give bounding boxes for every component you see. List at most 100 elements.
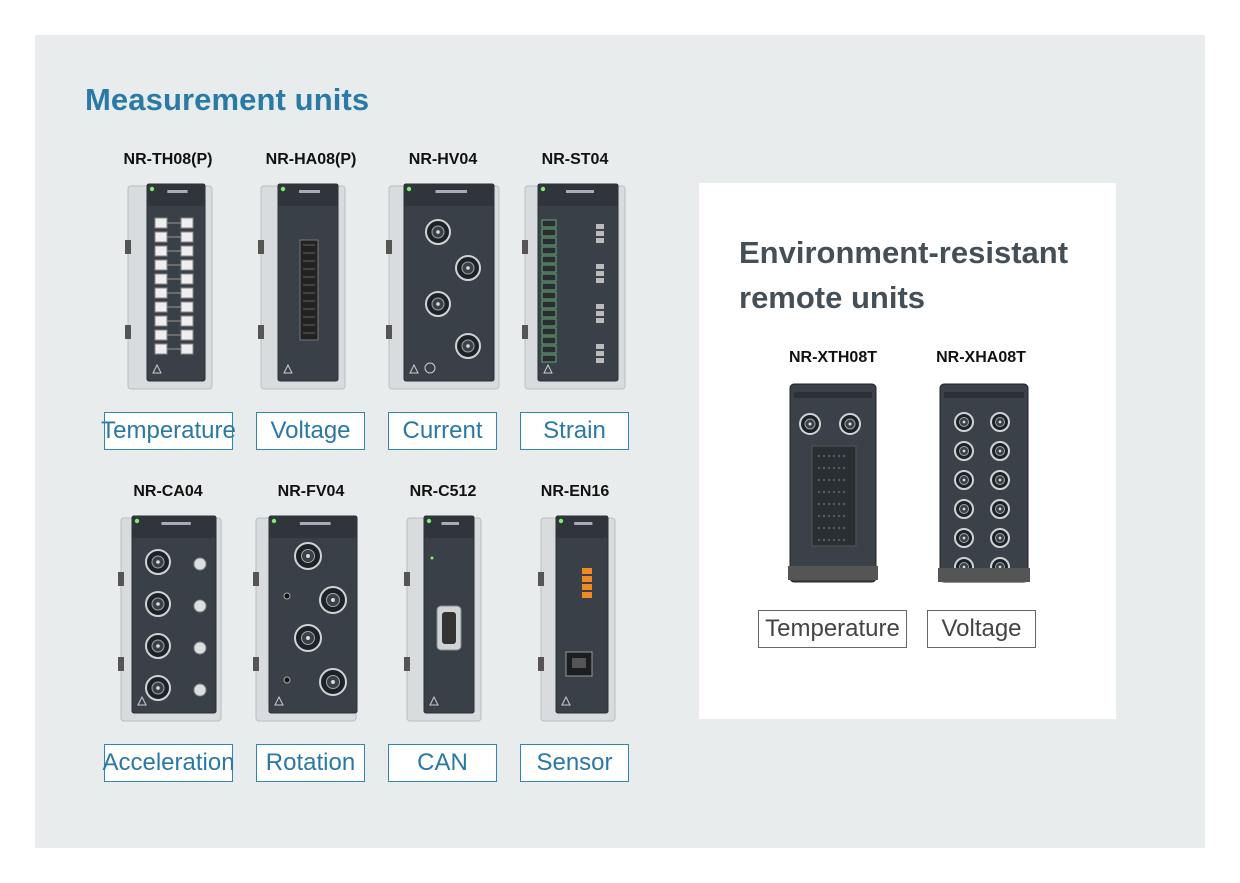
nr-xha08t-module-image <box>938 383 1030 583</box>
power-terminal <box>582 576 592 582</box>
charge-connector-icon <box>193 557 207 571</box>
module-header <box>278 184 338 206</box>
ground-terminal-icon <box>424 362 436 374</box>
warning-icon <box>152 363 162 374</box>
brand-strip <box>794 392 872 398</box>
terminal-screw <box>154 287 168 299</box>
dip-switch <box>596 358 604 363</box>
status-led <box>558 518 564 524</box>
label-rotation: Rotation <box>256 744 365 782</box>
bnc-pin <box>998 478 1002 482</box>
terminal-screw <box>180 245 194 257</box>
bnc-pin <box>962 536 966 540</box>
module-header <box>147 184 205 206</box>
rail-clip <box>253 572 259 586</box>
bnc-pin <box>436 302 440 306</box>
charge-connector-icon <box>193 641 207 655</box>
terminal-screw <box>180 329 194 341</box>
bnc-pin <box>156 686 160 690</box>
module-body <box>403 183 495 382</box>
power-terminal <box>582 568 592 574</box>
terminal-screw <box>180 343 194 355</box>
unit-name-nr-xth08t: NR-XTH08T <box>788 349 877 366</box>
rail-clip <box>386 325 392 339</box>
spring-terminal <box>541 219 557 228</box>
spring-terminal <box>541 228 557 237</box>
label-env-temperature: Temperature <box>758 610 907 648</box>
dip-switch <box>596 311 604 316</box>
module-body <box>131 515 217 714</box>
power-terminal <box>582 584 592 590</box>
dip-switch <box>596 278 604 283</box>
spring-terminal <box>541 345 557 354</box>
rail-clip <box>404 572 410 586</box>
label-strain: Strain <box>520 412 629 450</box>
environment-title-line2: remote units <box>739 280 926 315</box>
module-header <box>424 516 474 538</box>
spring-terminal <box>541 246 557 255</box>
spring-terminal <box>541 336 557 345</box>
rail-clip <box>522 325 528 339</box>
status-led <box>406 186 412 192</box>
mount-bracket <box>788 566 878 580</box>
module-header <box>538 184 618 206</box>
dip-switch <box>596 231 604 236</box>
remote-unit-body <box>939 383 1029 583</box>
bnc-pin <box>156 644 160 648</box>
spring-terminal <box>541 255 557 264</box>
warning-icon <box>283 363 293 374</box>
label-sensor: Sensor <box>520 744 629 782</box>
rail-clip <box>258 240 264 254</box>
terminal-screw <box>180 315 194 327</box>
measurement-units-title: Measurement units <box>85 82 370 117</box>
terminal-screw <box>154 315 168 327</box>
label-current: Current <box>388 412 497 450</box>
label-acceleration: Acceleration <box>102 744 235 782</box>
dsub-socket <box>442 612 456 644</box>
warning-icon <box>561 695 571 706</box>
terminal-screw <box>154 231 168 243</box>
aux-power-jack <box>283 676 291 684</box>
spring-terminal <box>541 282 557 291</box>
bnc-pin <box>436 230 440 234</box>
dip-switch <box>596 238 604 243</box>
warning-icon <box>543 363 553 374</box>
terminal-cover <box>811 445 857 547</box>
aux-power-jack <box>283 592 291 600</box>
label-can: CAN <box>388 744 497 782</box>
terminal-screw <box>154 259 168 271</box>
dip-switch <box>596 271 604 276</box>
nr-hv04-module-image <box>386 183 500 390</box>
charge-connector-icon <box>193 683 207 697</box>
dip-switch <box>596 351 604 356</box>
bnc-pin <box>808 422 812 426</box>
bnc-pin <box>156 602 160 606</box>
warning-icon <box>274 695 284 706</box>
unit-name-nr-en16: NR-EN16 <box>540 483 610 500</box>
nr-c512-module-image <box>404 515 482 722</box>
terminal-screw <box>154 329 168 341</box>
environment-title-line1: Environment-resistant <box>739 235 1069 270</box>
status-led <box>426 518 432 524</box>
dip-switch <box>596 224 604 229</box>
nr-th08p-module-image <box>125 183 213 390</box>
bnc-pin <box>331 680 335 684</box>
status-led <box>134 518 140 524</box>
dip-switch <box>596 318 604 323</box>
nr-xth08t-module-image <box>788 383 878 583</box>
status-led <box>430 556 434 560</box>
terminal-screw <box>180 259 194 271</box>
terminal-screw <box>154 343 168 355</box>
spring-terminal <box>541 237 557 246</box>
bnc-pin <box>331 598 335 602</box>
spring-terminal <box>541 327 557 336</box>
terminal-screw <box>180 231 194 243</box>
bnc-pin <box>998 449 1002 453</box>
terminal-screw <box>154 245 168 257</box>
bnc-pin <box>466 266 470 270</box>
bnc-pin <box>306 554 310 558</box>
bnc-pin <box>848 422 852 426</box>
dip-switch <box>596 264 604 269</box>
environment-resistant-title: Environment-resistant remote units <box>739 230 1119 320</box>
terminal-screw <box>154 301 168 313</box>
